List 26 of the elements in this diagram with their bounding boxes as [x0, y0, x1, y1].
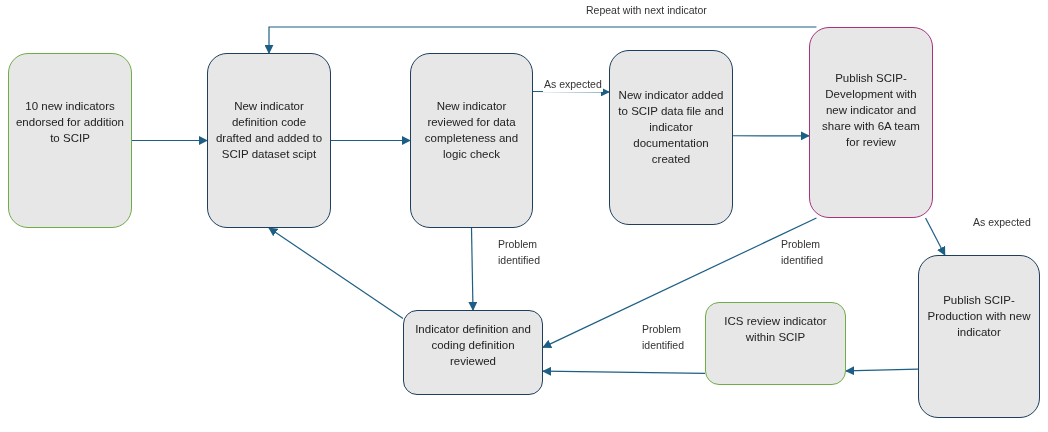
- arrow: [468, 227, 478, 311]
- arrow: [542, 217, 818, 348]
- process-box: [207, 53, 331, 228]
- process-box: [918, 255, 1040, 418]
- process-box: [609, 50, 733, 225]
- box-text: New indicator definition code drafted and added to SCIP dataset scipt: [214, 99, 324, 162]
- arrow: [732, 131, 810, 141]
- arrow: [268, 227, 404, 320]
- box-text: ICS review indicator within SCIP: [723, 314, 828, 345]
- process-box: [809, 27, 933, 218]
- process-box: [410, 53, 533, 228]
- process-box: [403, 310, 543, 395]
- arrow: [542, 366, 706, 376]
- box-text: New indicator reviewed for data completeness and logic check: [423, 99, 520, 162]
- process-box: [705, 302, 846, 385]
- box-text: New indicator added to SCIP data file and indicator documentation created: [617, 88, 725, 167]
- arrow: [330, 136, 411, 145]
- arrow: [845, 366, 919, 376]
- box-text: Publish SCIP-Development with new indicator and share with 6A team for review: [821, 71, 921, 150]
- arrow: [264, 26, 818, 54]
- arrow: [924, 217, 946, 256]
- arrow: [131, 136, 208, 145]
- box-text: Indicator definition and coding definition reviewed: [414, 322, 532, 369]
- process-box: [8, 53, 132, 228]
- box-text: Publish SCIP-Production with new indicator: [926, 293, 1032, 340]
- box-text: 10 new indicators endorsed for addition to SCIP: [15, 99, 125, 146]
